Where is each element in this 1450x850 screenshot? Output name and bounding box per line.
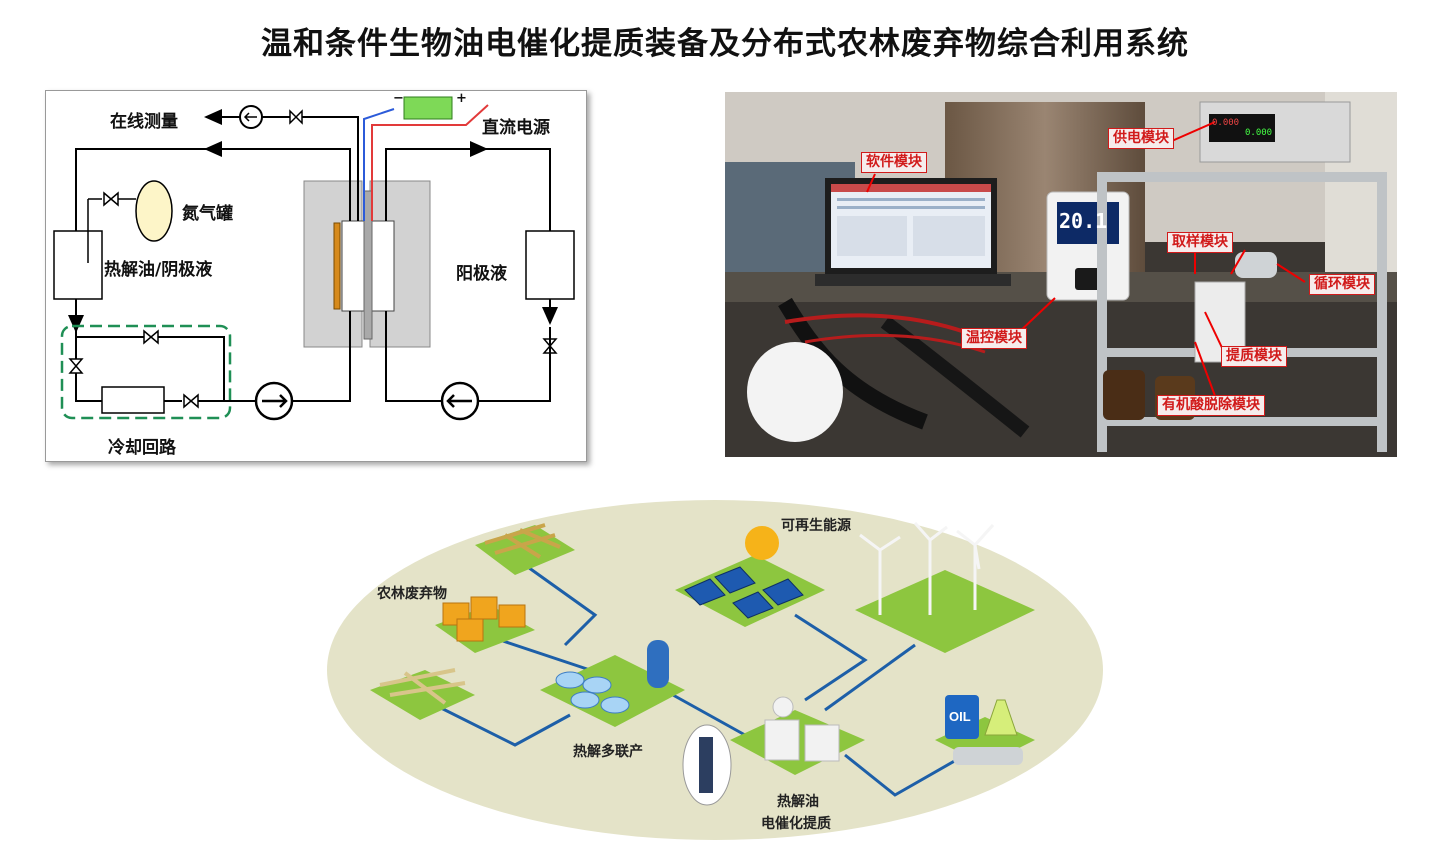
membrane xyxy=(363,190,373,340)
wind-tile xyxy=(855,570,1035,653)
wind-turbines-icon xyxy=(859,522,995,615)
minus-label: − xyxy=(393,91,404,106)
cooling-loop-label: 冷却回路 xyxy=(108,438,176,458)
utilization-system-illustration: 可再生能源 农林废弃物 热解多联产 热解油 电催化提质 OIL xyxy=(325,495,1105,845)
pyrolysis-oil-label: 热解油 xyxy=(777,794,819,810)
plus-label: + xyxy=(456,91,467,106)
nitrogen-tank xyxy=(135,180,173,242)
aluminium-frame xyxy=(1097,172,1387,182)
catholyte-label: 热解油/阴极液 xyxy=(104,260,213,280)
oil-drum-icon xyxy=(945,695,979,739)
white-vessel xyxy=(747,342,843,442)
dc-power-supply xyxy=(403,96,453,120)
cooler-valve-left-icon xyxy=(68,358,84,374)
sampling-module-label: 取样模块 xyxy=(1167,232,1233,253)
acid-removal-bottle-1 xyxy=(1103,370,1145,420)
sun-icon xyxy=(745,526,779,560)
cooler-valve-right-icon xyxy=(183,393,199,409)
solar-tile xyxy=(675,555,825,627)
pyrolysis-tanks-icon xyxy=(555,671,630,714)
software-module-label: 软件模块 xyxy=(861,152,927,173)
circulation-module-label: 循环模块 xyxy=(1309,274,1375,295)
supply-readout-2: 0.000 xyxy=(1245,128,1273,138)
measure-valve-icon xyxy=(289,109,303,125)
background-ellipse xyxy=(327,500,1103,840)
wood-chips-icon xyxy=(379,668,466,705)
solar-panels-icon xyxy=(684,566,804,619)
controller-display: 20.1 xyxy=(1059,209,1108,233)
nitrogen-tank-label: 氮气罐 xyxy=(182,204,233,224)
power-module-label: 供电模块 xyxy=(1108,128,1174,149)
pyrolysis-label: 热解多联产 xyxy=(573,744,643,760)
equipment-photo: 20.1 0.000 0.000 软件模块 供电模块 取样模块 循环模块 温控模… xyxy=(725,92,1397,457)
laptop-base xyxy=(815,274,1011,286)
tanker-truck-icon xyxy=(953,747,1023,765)
page-title: 温和条件生物油电催化提质装备及分布式农林废弃物综合利用系统 xyxy=(261,26,1189,62)
biomass-label: 农林废弃物 xyxy=(377,586,447,602)
supply-readout-1: 0.000 xyxy=(1212,118,1240,128)
straw-pile-icon xyxy=(484,523,561,559)
cooling-loop-box xyxy=(60,324,232,420)
photo-drawing xyxy=(725,92,1397,457)
renewable-label: 可再生能源 xyxy=(781,518,851,534)
bypass-valve-icon xyxy=(143,329,159,345)
hay-bales-icon xyxy=(442,596,526,642)
electrocatalytic-plant-icon xyxy=(764,696,840,762)
anode-chamber xyxy=(371,220,395,312)
pyrolysis-reactor-icon xyxy=(647,640,669,688)
flask-icon xyxy=(984,699,1018,736)
ecosystem-drawing xyxy=(327,500,1103,840)
negative-wire xyxy=(363,108,395,221)
cathode-electrode xyxy=(333,222,341,310)
catholyte-tank xyxy=(53,230,103,300)
anolyte-tank xyxy=(525,230,575,300)
nitrogen-valve-icon xyxy=(103,191,119,207)
dc-power-label: 直流电源 xyxy=(482,118,550,138)
process-schematic: 在线测量 直流电源 − + 氮气罐 热解油/阴极液 阳极液 冷却回路 xyxy=(45,90,587,462)
upgrading-module-label: 提质模块 xyxy=(1221,346,1287,367)
temp-control-module-label: 温控模块 xyxy=(961,328,1027,349)
anolyte-label: 阳极液 xyxy=(456,264,507,284)
online-measure-label: 在线测量 xyxy=(110,112,178,132)
electrocatalytic-label: 电催化提质 xyxy=(761,816,831,832)
cooler xyxy=(101,386,165,414)
schematic-drawing xyxy=(53,96,575,421)
cathode-chamber xyxy=(341,220,365,312)
positive-wire xyxy=(371,104,489,221)
oil-drum-text: OIL xyxy=(949,709,971,724)
connection-pipes xyxy=(424,563,966,797)
acid-removal-module-label: 有机酸脱除模块 xyxy=(1157,395,1265,416)
